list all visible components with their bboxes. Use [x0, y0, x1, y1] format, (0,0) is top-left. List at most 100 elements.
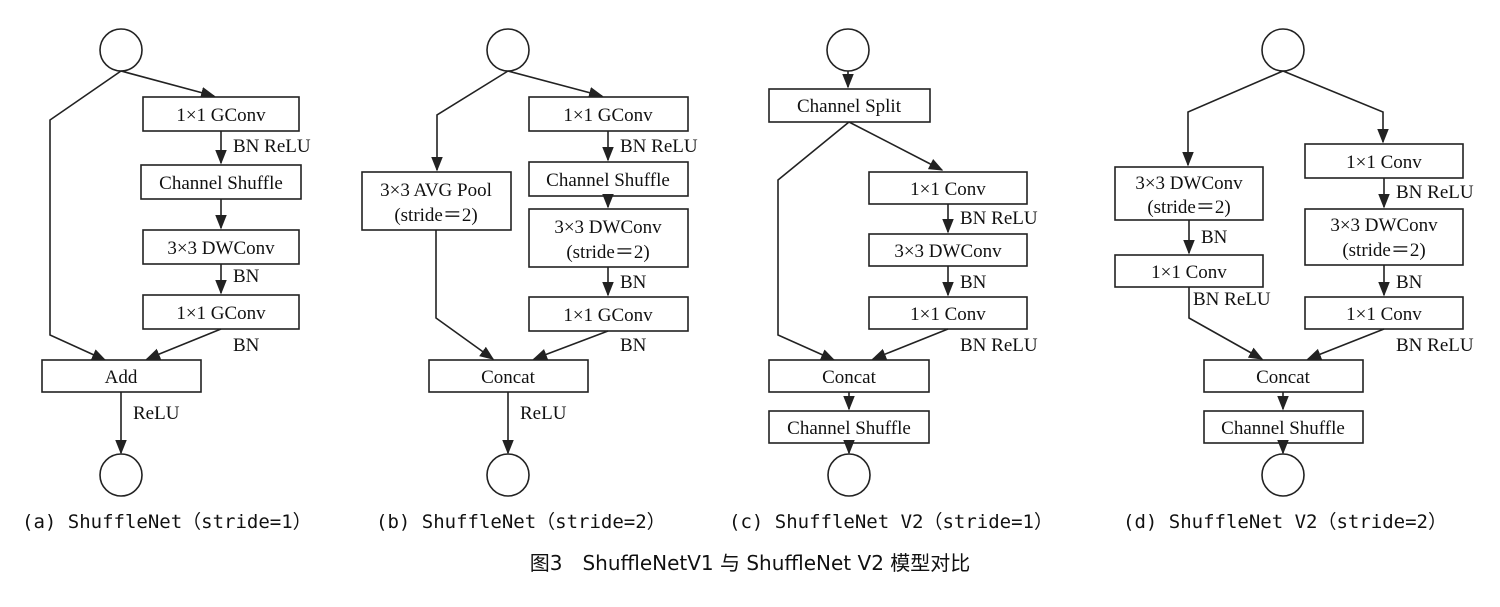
channel-shuffle-box: Channel Shuffle	[528, 161, 689, 197]
input-node	[826, 28, 870, 72]
output-node	[827, 453, 871, 497]
box-label: (stride＝2)	[394, 205, 477, 226]
conv-box: 1×1 Conv	[868, 296, 1028, 330]
box-label: 1×1 GConv	[176, 303, 266, 324]
box-label: 1×1 GConv	[176, 105, 266, 126]
figure-title: 图3 ShuffleNetV1 与 ShuffleNet V2 模型对比	[530, 551, 971, 575]
box-label: 1×1 GConv	[563, 305, 653, 326]
edge-label: BN ReLU	[960, 335, 1038, 356]
output-node	[486, 453, 530, 497]
box-label: 1×1 Conv	[1346, 152, 1422, 173]
box-label: 1×1 GConv	[563, 105, 653, 126]
concat-box: Concat	[768, 359, 930, 393]
edge	[435, 230, 495, 360]
conv-box: 1×1 Conv	[1304, 296, 1464, 330]
input-node	[99, 28, 143, 72]
edge-label: BN	[620, 272, 647, 293]
box-label: Channel Shuffle	[546, 170, 670, 191]
edge-label: BN ReLU	[233, 136, 311, 157]
edge-label: BN	[1201, 227, 1228, 248]
panel-c-caption: (c) ShuffleNet V2（stride=1）	[729, 511, 1053, 533]
edge-label: BN ReLU	[1396, 335, 1474, 356]
box-label: Concat	[1256, 367, 1311, 388]
add-box: Add	[41, 359, 202, 393]
output-node	[99, 453, 143, 497]
edge-label: ReLU	[520, 403, 567, 424]
gconv-box: 1×1 GConv	[142, 96, 300, 132]
edge-label: BN ReLU	[1193, 289, 1271, 310]
panel-d: 3×3 DWConv (stride＝2) BN 1×1 Conv BN ReLU…	[1114, 28, 1474, 497]
edge	[1282, 70, 1389, 144]
edge-label: BN ReLU	[1396, 182, 1474, 203]
box-label: 3×3 DWConv	[1330, 215, 1438, 236]
edge	[848, 121, 944, 171]
edge	[871, 328, 949, 360]
box-label: (stride＝2)	[1147, 197, 1230, 218]
panel-b-caption: (b) ShuffleNet（stride=2）	[376, 511, 666, 533]
dwconv-box: 3×3 DWConv (stride＝2)	[1304, 208, 1464, 266]
panel-c: Channel Split 1×1 Conv BN ReLU 3×3 DWCon…	[768, 28, 1038, 497]
edge-label: BN	[233, 266, 260, 287]
dwconv-box: 3×3 DWConv (stride＝2)	[528, 208, 689, 268]
box-label: 3×3 DWConv	[167, 238, 275, 259]
dwconv-box: 3×3 DWConv (stride＝2)	[1114, 166, 1264, 221]
concat-box: Concat	[1203, 359, 1364, 393]
gconv-box: 1×1 GConv	[528, 296, 689, 332]
panel-a: 1×1 GConv BN ReLU Channel Shuffle 3×3 DW…	[41, 28, 311, 497]
shortcut-edge	[49, 70, 122, 361]
box-label: 3×3 DWConv	[894, 241, 1002, 262]
edge	[1182, 70, 1284, 167]
dwconv-box: 3×3 DWConv	[868, 233, 1028, 267]
edge-label: BN ReLU	[620, 136, 698, 157]
shortcut-edge	[777, 121, 850, 361]
box-label: Concat	[822, 367, 877, 388]
gconv-box: 1×1 GConv	[528, 96, 689, 132]
box-label: 1×1 Conv	[1151, 262, 1227, 283]
edge-label: ReLU	[133, 403, 180, 424]
edge-label: BN	[1396, 272, 1423, 293]
panel-d-caption: (d) ShuffleNet V2（stride=2）	[1123, 511, 1447, 533]
edge	[145, 328, 222, 360]
box-label: Add	[105, 367, 138, 388]
edge	[507, 70, 604, 99]
gconv-box: 1×1 GConv	[142, 294, 300, 330]
edge-label: BN	[620, 335, 647, 356]
edge-label: BN ReLU	[960, 208, 1038, 229]
edge	[1306, 328, 1385, 360]
box-label: Channel Shuffle	[1221, 418, 1345, 439]
edge-label: BN	[233, 335, 260, 356]
input-node	[486, 28, 530, 72]
edge	[532, 330, 609, 360]
channel-split-box: Channel Split	[768, 88, 931, 123]
box-label: 1×1 Conv	[910, 304, 986, 325]
output-node	[1261, 453, 1305, 497]
panel-a-caption: (a) ShuffleNet（stride=1）	[22, 511, 312, 533]
box-label: Channel Shuffle	[787, 418, 911, 439]
box-label: (stride＝2)	[1342, 240, 1425, 261]
box-label: Channel Shuffle	[159, 173, 283, 194]
edge	[1188, 287, 1264, 360]
box-label: Concat	[481, 367, 536, 388]
box-label: (stride＝2)	[566, 242, 649, 263]
box-label: 3×3 AVG Pool	[380, 180, 492, 201]
edge	[120, 70, 216, 99]
channel-shuffle-box: Channel Shuffle	[1203, 410, 1364, 444]
panel-b: 1×1 GConv BN ReLU Channel Shuffle 3×3 DW…	[361, 28, 698, 497]
conv-box: 1×1 Conv	[868, 171, 1028, 205]
box-label: Channel Split	[797, 96, 902, 117]
box-label: 1×1 Conv	[910, 179, 986, 200]
input-node	[1261, 28, 1305, 72]
edge	[431, 70, 509, 172]
box-label: 3×3 DWConv	[554, 217, 662, 238]
dwconv-box: 3×3 DWConv	[142, 229, 300, 265]
edge-label: BN	[960, 272, 987, 293]
box-label: 3×3 DWConv	[1135, 173, 1243, 194]
avg-pool-box: 3×3 AVG Pool (stride＝2)	[361, 171, 512, 231]
conv-box: 1×1 Conv	[1114, 254, 1264, 288]
conv-box: 1×1 Conv	[1304, 143, 1464, 179]
box-label: 1×1 Conv	[1346, 304, 1422, 325]
concat-box: Concat	[428, 359, 589, 393]
channel-shuffle-box: Channel Shuffle	[768, 410, 930, 444]
channel-shuffle-box: Channel Shuffle	[140, 164, 302, 200]
